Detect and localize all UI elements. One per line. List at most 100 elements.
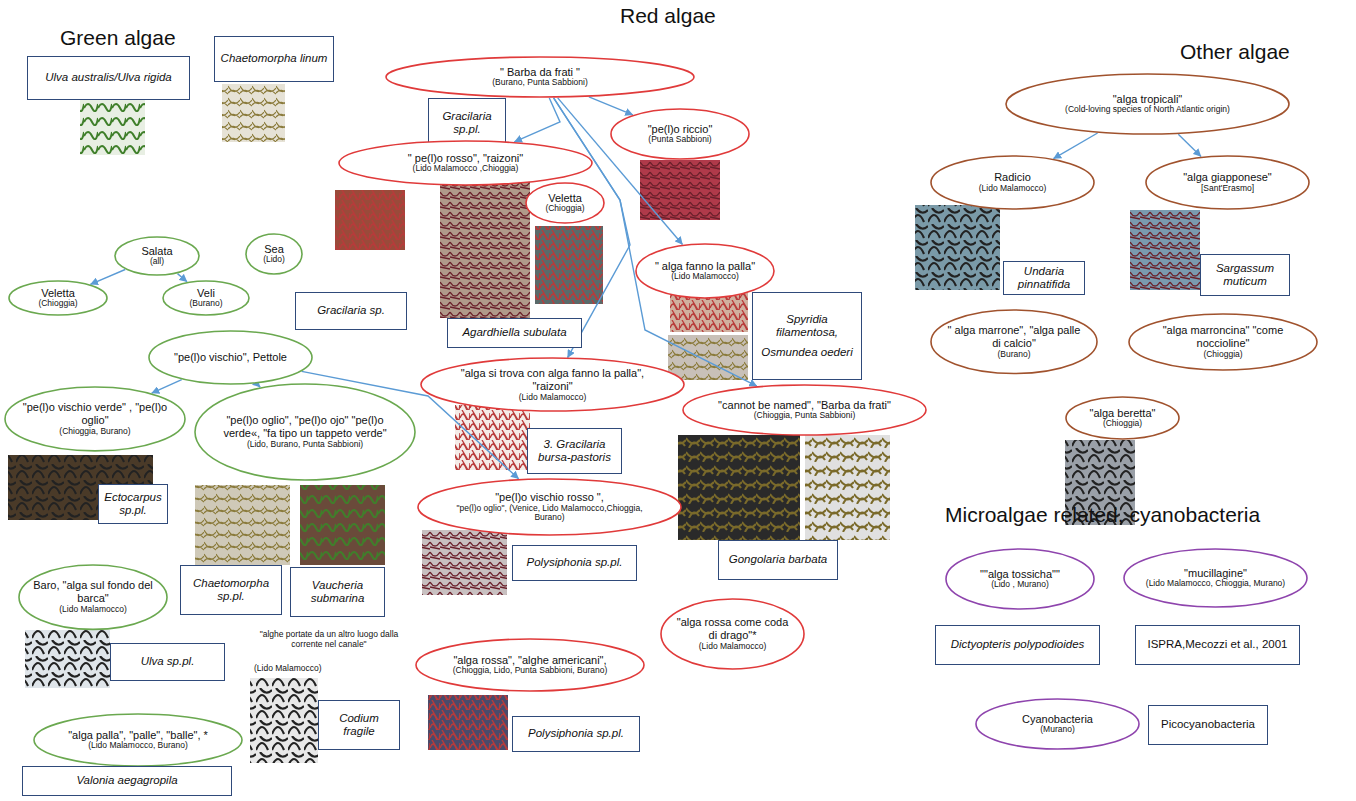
node-text: ""alga tossicha"" <box>960 568 1080 581</box>
node-text: "alga marroncina" "come noccioline" <box>1147 324 1299 349</box>
species-box: Codium fragile <box>318 700 400 750</box>
photo <box>440 180 530 318</box>
photo <box>805 435 890 540</box>
node-text-group: " Barba da frati "(Burano, Punta Sabbion… <box>416 66 664 88</box>
node-text: Undaria pinnatifida <box>1008 265 1080 291</box>
node-text-group: " pe(l)o rosso", "raizoni"(Lido Malamocc… <box>364 152 568 174</box>
node-text-group: Salata(all) <box>123 245 192 267</box>
node-text: "alga si trova con alga fanno la palla",… <box>447 367 659 392</box>
node-text: (Burano) <box>947 350 1081 360</box>
node-text-group: Picocyanobacteria <box>1153 718 1263 731</box>
node-text: (Punta Sabbioni) <box>624 135 736 145</box>
photo <box>335 190 405 250</box>
node-text: Gongolaria barbata <box>723 553 833 566</box>
name-ellipse: "pe(l)o vischio", Pettole <box>148 330 313 385</box>
species-box: Gongolaria barbata <box>718 540 838 580</box>
arrow-connector <box>589 97 633 115</box>
arrow-connector <box>90 270 125 285</box>
name-ellipse: Veletta(Chioggia) <box>525 182 605 224</box>
node-text: Vaucheria submarina <box>295 579 380 605</box>
node-text-group: Undaria pinnatifida <box>1008 265 1080 291</box>
node-text: Sargassum muticum <box>1205 262 1285 288</box>
note-text: (Lido Malamocco) <box>254 664 322 674</box>
ellipse-shape <box>149 331 312 384</box>
node-text: Gracilaria sp. <box>300 304 402 317</box>
node-text: Valonia aegagropila <box>27 774 227 787</box>
node-text: (all) <box>123 257 192 267</box>
node-text: (Lido , Murano) <box>960 580 1080 590</box>
node-text-group: "alga marroncina" "come noccioline"(Chio… <box>1147 324 1299 359</box>
node-text-group: Veli(Burano) <box>171 287 241 309</box>
node-text: Veli <box>171 287 241 300</box>
node-text-group: 3. Gracilaria bursa-pastoris <box>532 438 617 464</box>
arrow-connector <box>554 98 757 386</box>
node-text-group: Veletta(Chioggia) <box>533 192 597 214</box>
node-text: Gracilaria sp.pl. <box>433 110 501 136</box>
ellipse-shape <box>5 387 185 451</box>
node-text-group: Gracilaria sp. <box>300 304 402 317</box>
ellipse-shape <box>195 384 415 480</box>
node-text-group: "mucillagine"(Lido Malamocco, Chioggia, … <box>1142 567 1290 589</box>
node-text-group: Radicio(Lido Malamocco) <box>947 171 1079 193</box>
name-ellipse: "alga marroncina" "come noccioline"(Chio… <box>1128 313 1318 371</box>
node-text: ISPRA,Mecozzi et al., 2001 <box>1140 638 1295 651</box>
photo <box>428 695 508 750</box>
ellipse-shape <box>115 237 199 275</box>
node-text: (Lido Malamocco) <box>447 393 659 403</box>
node-text: (Lido Malamocco) <box>33 605 153 615</box>
node-text: (Chioggia) <box>1147 350 1299 360</box>
node-text: Dictyopteris polypodioides <box>940 638 1095 651</box>
species-box: Polysiphonia sp.pl. <box>512 716 640 752</box>
name-ellipse: Veletta(Chioggia) <box>8 280 108 316</box>
node-text: (Lido, Burano, Punta Sabbioni) <box>216 440 394 450</box>
arrow-connector <box>1054 133 1098 159</box>
node-text: Spyridia filamentosa, <box>757 313 857 339</box>
node-text: Chaetomorpha linum <box>219 52 329 65</box>
ellipse-shape <box>9 281 107 315</box>
node-text-group: " alga marrone", "alga palle di calcio"(… <box>947 324 1081 359</box>
species-box: Chaetomorpha linum <box>214 36 334 82</box>
node-text: "cannot be named", "Barba da frati" <box>707 399 903 412</box>
species-box: Picocyanobacteria <box>1148 705 1268 745</box>
node-text: Agardhiella subulata <box>452 326 577 339</box>
node-text: (Lido Malamocco) <box>649 272 761 282</box>
ellipse-shape <box>416 639 644 691</box>
node-text: (Burano) <box>171 299 241 309</box>
node-text-group: "pe(l)o oglio", "pe(l)o ojo" "pe(l)o ver… <box>216 414 394 449</box>
ellipse-shape <box>1124 549 1307 607</box>
node-text-group: Dictyopteris polypodioides <box>940 638 1095 651</box>
node-text-group: "pe(l)o vischio verde" , "pe(l)o oglio"(… <box>22 401 168 436</box>
arrow-connector <box>1178 134 1201 156</box>
node-text: (Murano) <box>992 725 1124 735</box>
photo <box>222 84 285 142</box>
photo <box>80 100 145 155</box>
ellipse-shape <box>1066 397 1179 439</box>
ellipse-shape <box>1146 156 1309 209</box>
ellipse-shape <box>386 57 694 97</box>
node-text: (Chioggia, Burano) <box>22 427 168 437</box>
section-heading: Microalgae related, cyanobacteria <box>945 503 1260 527</box>
node-text-group: Gongolaria barbata <box>723 553 833 566</box>
node-text-group: Sargassum muticum <box>1205 262 1285 288</box>
species-box: Chaetomorpha sp.pl. <box>180 565 282 615</box>
species-box: Valonia aegagropila <box>22 766 232 796</box>
species-box: 3. Gracilaria bursa-pastoris <box>527 428 622 474</box>
ellipse-shape <box>976 699 1139 749</box>
node-text: Salata <box>123 245 192 258</box>
ellipse-shape <box>1006 74 1289 134</box>
node-text: Picocyanobacteria <box>1153 718 1263 731</box>
node-text: "alga rossa", "alghe americani", <box>438 654 622 667</box>
node-text: "alga rossa come coda di drago"* <box>675 616 791 641</box>
node-text: "alga palla", "palle", "balle", * <box>54 729 222 742</box>
ellipse-shape <box>1129 314 1317 370</box>
node-text-group: "alga beretta"(Chioggia) <box>1077 407 1169 429</box>
species-box: Ulva sp.pl. <box>110 643 225 681</box>
node-text: (Lido Malamocco) <box>675 642 791 652</box>
photo <box>535 226 603 304</box>
node-text: "pe(l)o vischio rosso ", <box>444 491 656 504</box>
species-box: Agardhiella subulata <box>447 318 582 348</box>
node-text-group: Baro, "alga sul fondo del barca"(Lido Ma… <box>33 579 153 614</box>
name-ellipse: "alga beretta"(Chioggia) <box>1065 396 1180 440</box>
name-ellipse: Radicio(Lido Malamocco) <box>930 155 1095 210</box>
